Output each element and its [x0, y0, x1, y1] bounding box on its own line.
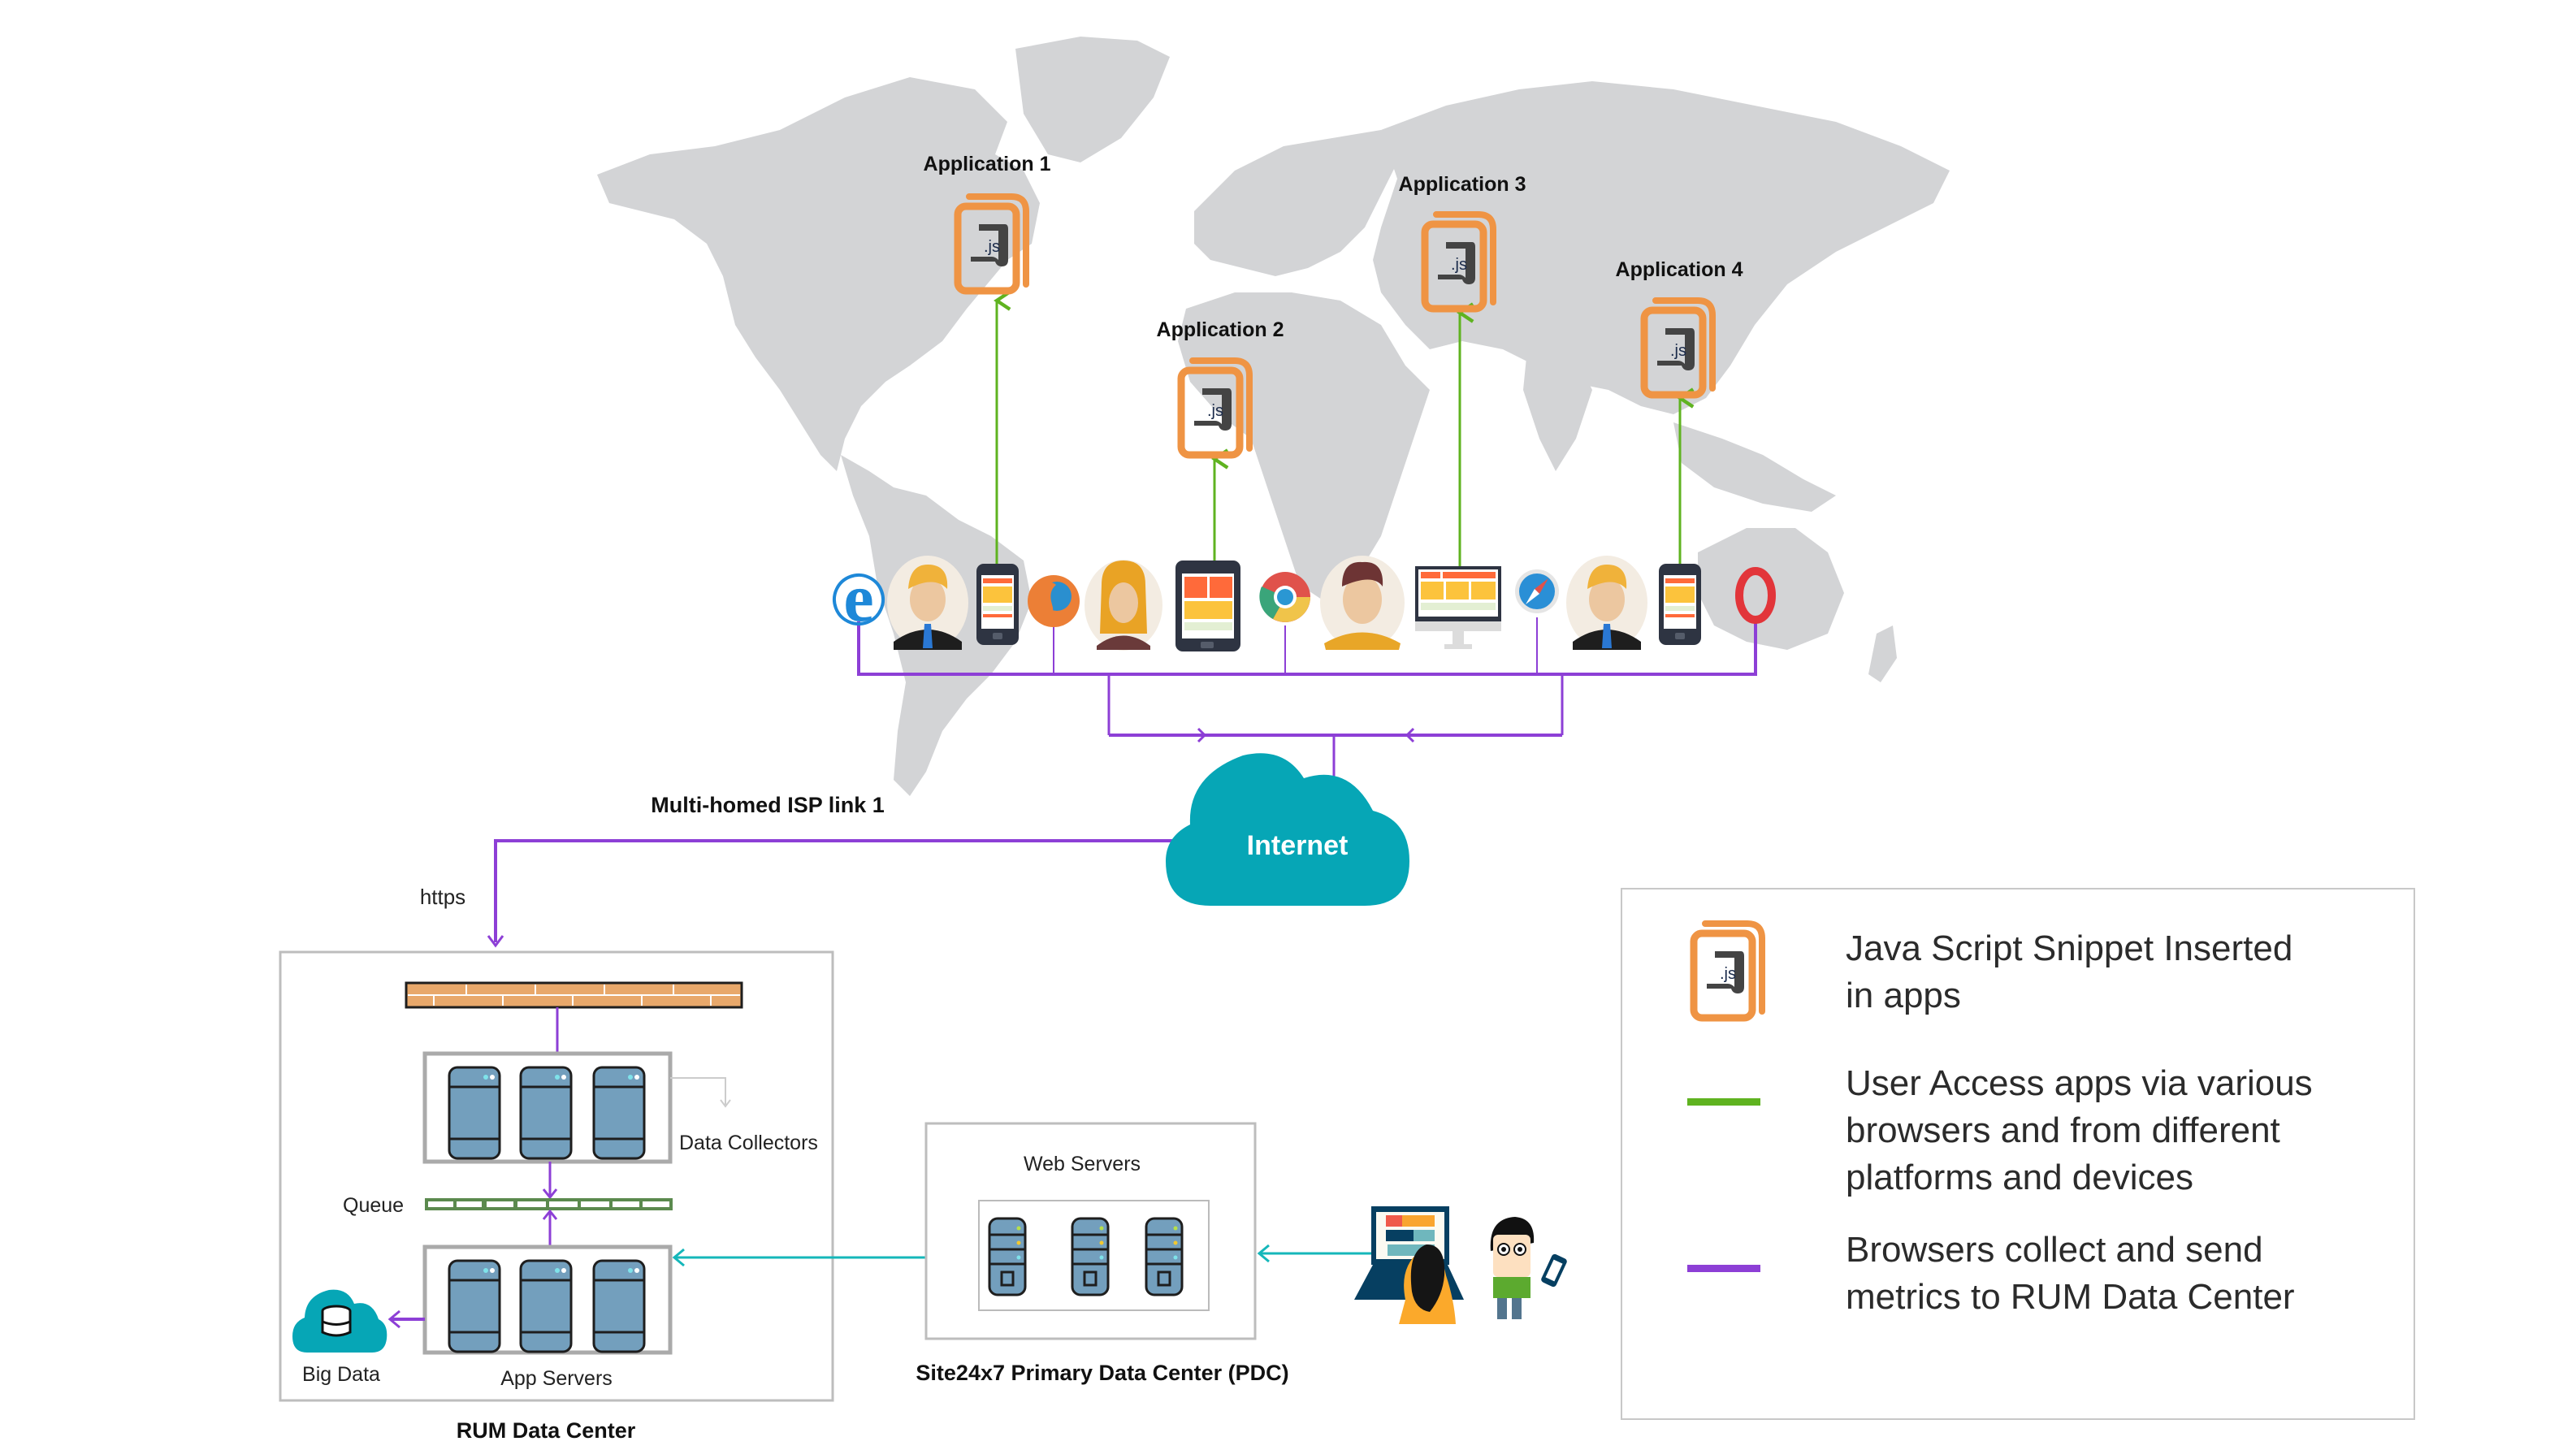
map-greenland — [1015, 37, 1170, 162]
server-icon — [1145, 1217, 1184, 1296]
firefox-icon — [1028, 575, 1080, 627]
server-icon — [592, 1259, 646, 1353]
arrow-down-icon — [720, 1099, 731, 1108]
safari-icon — [1515, 569, 1559, 613]
internet-label: Internet — [1247, 830, 1349, 861]
server-icon — [519, 1259, 573, 1353]
legend-line: Browsers collect and send — [1846, 1230, 2263, 1270]
server-icon — [592, 1066, 646, 1160]
https-label: https — [420, 885, 465, 909]
legend-line: in apps — [1846, 976, 1961, 1015]
arrow-left-icon — [1257, 1244, 1270, 1263]
server-icon — [448, 1259, 501, 1353]
arrow-right-icon — [1197, 727, 1207, 743]
legend-text-metrics: Browsers collect and send metrics to RUM… — [1846, 1227, 2295, 1321]
rum-data-center-box — [279, 950, 834, 1402]
legend-line: metrics to RUM Data Center — [1846, 1277, 2295, 1317]
internet-explorer-icon: e — [833, 561, 885, 636]
legend: Java Script Snippet Inserted in apps Use… — [1621, 888, 2415, 1420]
application-4: Application 4 — [1616, 258, 1743, 395]
web-servers-label: Web Servers — [1024, 1153, 1141, 1175]
server-icon — [1071, 1217, 1110, 1296]
woman-avatar — [1085, 560, 1162, 651]
businessman-avatar-2 — [1566, 556, 1647, 650]
arrow-left-icon — [672, 1248, 685, 1267]
map-india — [1523, 349, 1592, 471]
laptop-user-illustration — [1354, 1206, 1464, 1324]
application-3-label: Application 3 — [1399, 173, 1526, 196]
isp-link-label: Multi-homed ISP link 1 — [651, 793, 885, 817]
application-2: Application 2 — [1157, 318, 1284, 455]
smartphone-icon — [976, 564, 1019, 645]
arrow-down-icon — [487, 935, 504, 948]
map-north-america — [597, 77, 1040, 471]
svg-text:e: e — [843, 561, 873, 636]
application-1-label: Application 1 — [924, 153, 1051, 175]
arrow-down-icon — [542, 1188, 558, 1200]
legend-line: browsers and from different — [1846, 1110, 2280, 1150]
young-man-avatar — [1320, 556, 1405, 650]
pdc-title: Site24x7 Primary Data Center (PDC) — [916, 1361, 1288, 1385]
arrow-up-icon — [542, 1209, 558, 1220]
purple-line-swatch — [1687, 1265, 1760, 1272]
server-icon — [519, 1066, 573, 1160]
map-new-zealand — [1868, 625, 1897, 682]
js-snippet-icon — [1687, 920, 1769, 1022]
tablet-icon — [1175, 561, 1240, 651]
legend-line: Java Script Snippet Inserted — [1846, 928, 2293, 968]
boy-with-phone-illustration — [1490, 1217, 1567, 1319]
map-southeast-asia — [1673, 422, 1836, 512]
world-map — [597, 37, 1950, 796]
application-3: Application 3 — [1399, 173, 1526, 309]
app-servers-label: App Servers — [500, 1367, 613, 1390]
internet-cloud: Internet — [1166, 753, 1409, 906]
client-row: e — [833, 556, 1776, 651]
smartphone-icon-2 — [1659, 564, 1701, 645]
application-2-label: Application 2 — [1157, 318, 1284, 341]
legend-line: User Access apps via various — [1846, 1063, 2313, 1103]
data-collectors-label: Data Collectors — [679, 1132, 818, 1154]
monitor-icon — [1415, 566, 1501, 649]
big-data-cloud-icon — [292, 1289, 387, 1353]
collectors-callout — [670, 1077, 726, 1105]
opera-icon — [1735, 567, 1776, 624]
server-icon — [448, 1066, 501, 1160]
primary-data-center: Web Servers Site24x7 Primary Data Center… — [916, 1122, 1289, 1385]
legend-text-user-access: User Access apps via various browsers an… — [1846, 1060, 2313, 1201]
isp-link-line — [494, 839, 1186, 942]
arrow-left-icon — [387, 1309, 400, 1329]
map-europe — [1194, 130, 1397, 276]
rum-data-center: Data Collectors Queue App Servers — [279, 950, 834, 1443]
chrome-icon — [1259, 572, 1310, 622]
application-1: Application 1 — [924, 153, 1051, 291]
metrics-lines — [487, 617, 1757, 948]
rum-data-center-title: RUM Data Center — [457, 1418, 636, 1443]
queue-label: Queue — [343, 1194, 404, 1217]
big-data-label: Big Data — [302, 1363, 380, 1386]
arrow-left-icon — [1405, 727, 1415, 743]
cloud-icon — [1166, 753, 1409, 906]
map-asia — [1373, 81, 1950, 414]
legend-line: platforms and devices — [1846, 1158, 2193, 1197]
green-line-swatch — [1687, 1098, 1760, 1106]
application-4-label: Application 4 — [1616, 258, 1743, 281]
user-access-lines — [994, 290, 1695, 573]
firewall-icon — [405, 981, 743, 1009]
map-africa — [1178, 292, 1430, 601]
queue-icon — [425, 1198, 673, 1210]
server-icon — [988, 1217, 1027, 1296]
legend-text-js-snippet: Java Script Snippet Inserted in apps — [1846, 925, 2292, 1019]
businessman-avatar — [887, 556, 968, 650]
